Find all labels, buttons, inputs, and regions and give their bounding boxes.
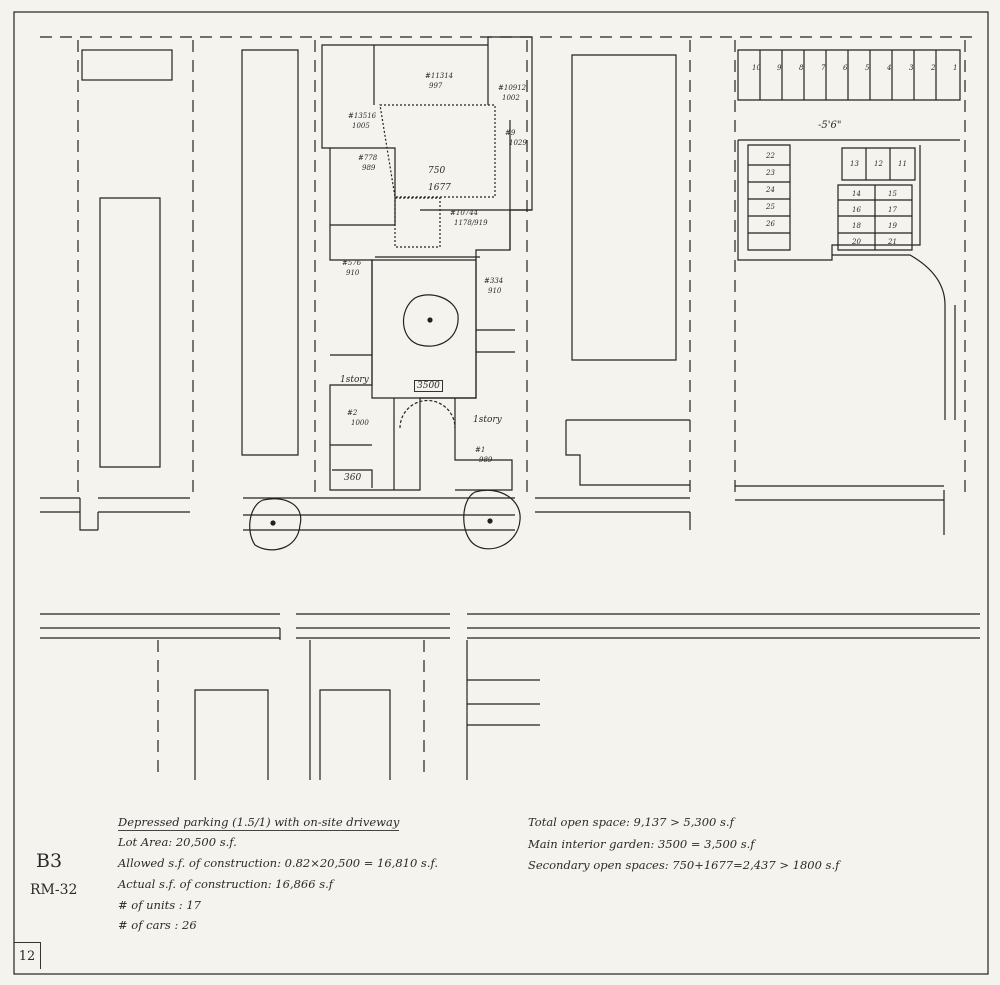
parking-space-number: 2 [930,64,936,72]
unit-label: #2 [347,409,358,417]
unit-area-label: 1005 [352,122,370,130]
parking-space-number: 7 [821,64,826,72]
unit-area-label: 910 [346,269,360,277]
parking-garage [737,49,961,420]
parking-space-number: 17 [888,206,897,214]
parking-space-number: 9 [777,64,782,72]
parking-space-number: 13 [850,160,859,168]
parking-space-number: 3 [909,64,914,72]
parking-space-number: 22 [765,152,775,160]
unit-label: #576 [342,259,362,267]
unit-area-label: 989 [362,164,376,172]
parking-space-number: 16 [852,206,861,214]
parking-space-number: 10 [752,64,761,72]
unit-area-label: 910 [488,287,502,295]
unit-label: #10744 [450,209,478,217]
parking-space-number: 11 [898,160,907,168]
unit-area-label: 1000 [351,419,369,427]
parking-space-number: 15 [888,190,897,198]
unit-label: #13516 [348,112,377,120]
street-tree [463,489,521,550]
unit-label: #9 [505,129,516,137]
parking-space-number: 5 [865,64,870,72]
parking-space-number: 12 [874,160,883,168]
parking-space-number: 21 [887,238,897,246]
page-number: 12 [14,942,41,969]
parking-space-number: 14 [852,190,861,198]
sheet-frame [13,11,989,975]
unit-area-label: 997 [429,82,443,90]
parking-space-number: 24 [765,186,775,194]
unit-label: #11314 [425,72,453,80]
unit-label: #1 [475,446,485,454]
parking-space-number: 1 [953,64,957,72]
unit-area-label: 1178/919 [454,219,488,227]
parking-space-number: 8 [799,64,804,72]
unit-area-label: 1029 [509,139,527,147]
parking-space-number: 19 [888,222,897,230]
parking-space-number: 23 [765,169,775,177]
unit-label: #10912 [498,84,527,92]
parking-space-number: 26 [765,220,775,228]
parking-space-number: 4 [886,64,891,72]
courtyard-tree [402,294,459,347]
parking-space-number: 20 [851,238,861,246]
unit-label: #778 [358,154,378,162]
main-building [321,36,533,491]
parking-space-number: 6 [843,64,848,72]
unit-area-label: 1002 [502,94,520,102]
parking-space-number: 18 [852,222,861,230]
street-tree [249,498,302,551]
building-outline [81,49,173,81]
parking-space-number: 25 [765,203,775,211]
unit-area-label: 989 [479,456,493,464]
unit-label: #334 [484,277,503,285]
